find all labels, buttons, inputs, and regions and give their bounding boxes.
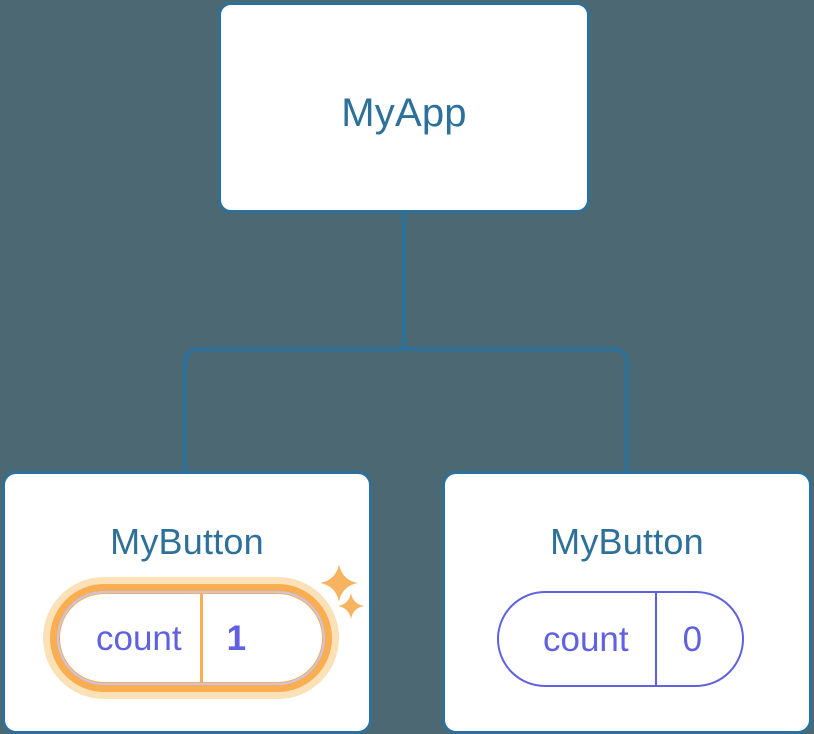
state-pill-left-value: 1 xyxy=(199,594,286,682)
node-mybutton-left-title: MyButton xyxy=(110,521,264,562)
state-pill-right-value: 0 xyxy=(654,593,742,685)
state-pill-ghost-ring xyxy=(57,591,325,685)
state-pill-left-highlighted[interactable]: count 1 xyxy=(43,577,339,699)
node-myapp[interactable]: MyApp xyxy=(218,2,590,213)
state-pill-left-content: count 1 xyxy=(60,594,322,682)
connector-branch-left xyxy=(183,347,404,473)
node-mybutton-left[interactable]: MyButton count 1 xyxy=(2,471,372,734)
connector-branch-right xyxy=(404,347,629,473)
node-mybutton-right[interactable]: MyButton count 0 xyxy=(442,471,812,734)
state-pill-right[interactable]: count 0 xyxy=(497,591,745,687)
state-pill-right-key: count xyxy=(543,619,629,659)
node-myapp-title: MyApp xyxy=(341,91,467,135)
state-pill-left-key: count xyxy=(96,618,182,658)
node-mybutton-right-title: MyButton xyxy=(550,521,704,562)
